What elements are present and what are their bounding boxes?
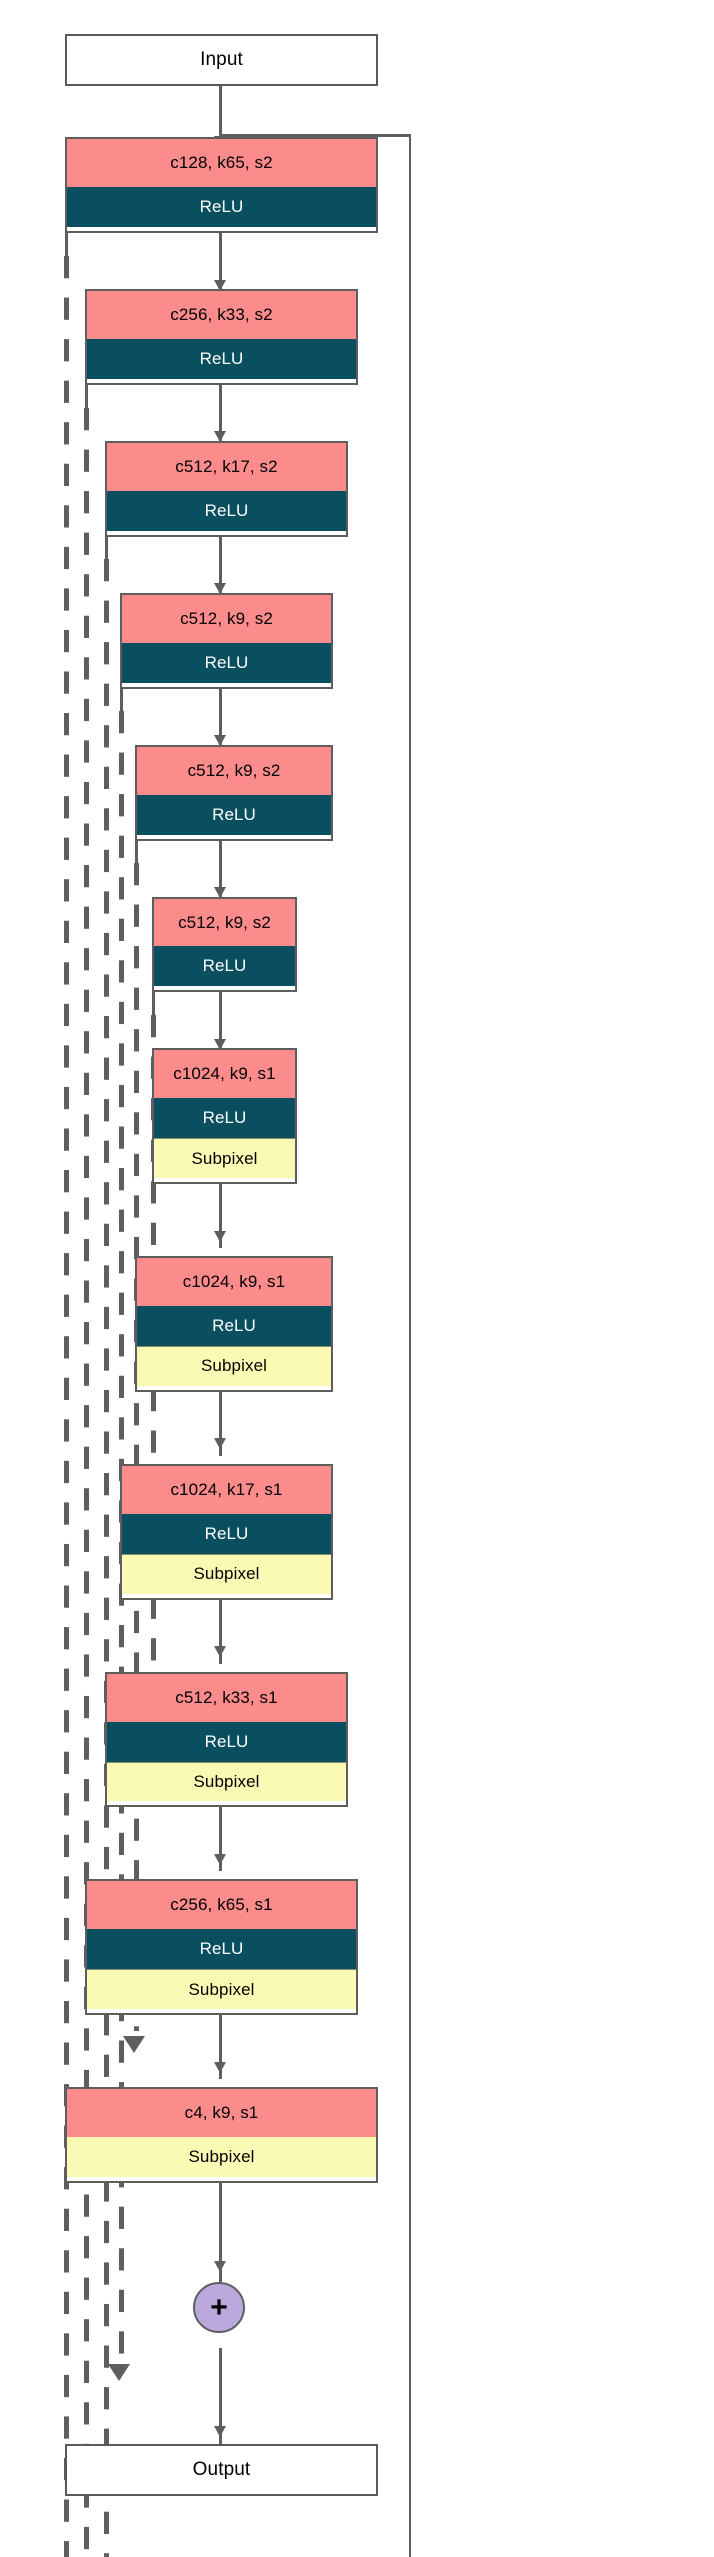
block-e2-relu: ReLU [87,339,356,380]
line-d3-to-d4 [219,1599,222,1664]
output-box: Output [65,2443,378,2497]
block-d3-conv: c1024, k17, s1 [122,1465,331,1514]
line-e6-to-d1 [219,992,222,1057]
skip-e5-stub [135,840,138,867]
block-e2-conv: c256, k33, s2 [87,291,356,340]
block-d2-conv: c1024, k9, s1 [137,1258,331,1307]
input-trunk-line [219,86,222,154]
line-e3-to-e4 [219,536,222,601]
skip-e3-dashline [103,559,109,2557]
block-d4-relu: ReLU [107,1721,346,1762]
block-e1-relu: ReLU [67,187,376,228]
block-e5-conv: c512, k9, s2 [137,746,331,795]
block-e4: c512, k9, s2 ReLU [120,592,333,689]
arrow-e6-to-d1-icon [213,1038,226,1050]
skip-e3-stub [105,536,108,563]
skip-e2-stub [85,385,88,411]
arrow-e4-to-e5-icon [213,735,226,747]
block-e4-conv: c512, k9, s2 [122,594,331,643]
block-e5: c512, k9, s2 ReLU [135,744,333,841]
block-e1: c128, k65, s2 ReLU [65,137,378,234]
line-e5-to-e6 [219,840,222,905]
arrow-e2-to-e3-icon [213,431,226,443]
skip-e4-stub [120,688,123,715]
block-e6: c512, k9, s2 ReLU [152,896,297,993]
block-d4: c512, k33, s1 ReLU Subpixel [105,1671,348,1808]
block-out: c4, k9, s1 Subpixel [65,2087,378,2184]
block-d5: c256, k65, s1 ReLU Subpixel [85,1879,358,2016]
line-d1-to-d2 [219,1184,222,1249]
block-d1-conv: c1024, k9, s1 [154,1050,295,1099]
arrow-e1-to-e2-icon [213,279,226,291]
arrow-d4-to-d5-icon [213,1853,226,1865]
arrow-e5-to-e6-icon [213,886,226,898]
skip-e6-stub [152,992,155,1018]
arrow-d2-to-d3-icon [213,1438,226,1450]
block-e4-relu: ReLU [122,642,331,683]
skip-e4-arrowhead-icon [108,2363,130,2381]
block-e6-conv: c512, k9, s2 [154,898,295,947]
skip-e1-dashline [63,255,69,2557]
block-e3-relu: ReLU [107,491,346,531]
input-box: Input [65,33,378,87]
block-d1-subpixel: Subpixel [154,1138,295,1179]
block-d2-subpixel: Subpixel [137,1346,331,1386]
line-d5-to-out [219,2015,222,2080]
block-d3-relu: ReLU [122,1513,331,1554]
block-d5-relu: ReLU [87,1929,356,1970]
line-d2-to-d3 [219,1391,222,1456]
block-d4-conv: c512, k33, s1 [107,1673,346,1722]
line-e1-to-e2 [219,233,222,298]
arrow-d1-to-d2-icon [213,1230,226,1242]
block-d3: c1024, k17, s1 ReLU Subpixel [120,1463,333,1600]
arrow-d5-to-out-icon [213,2061,226,2073]
residual-right-line [408,134,411,2557]
block-d1-relu: ReLU [154,1098,295,1139]
block-e1-conv: c128, k65, s2 [67,139,376,188]
block-d2: c1024, k9, s1 ReLU Subpixel [135,1256,333,1392]
skip-e5-dashline [133,862,139,2032]
skip-e1-stub [65,233,68,259]
skip-e5-arrowhead-icon [123,2036,145,2053]
block-d5-subpixel: Subpixel [87,1969,356,2010]
block-e6-relu: ReLU [154,946,295,987]
arrow-add-to-output-icon [213,2425,226,2437]
skip-e2-dashline [83,407,89,2557]
block-d2-relu: ReLU [137,1306,331,1347]
block-e5-relu: ReLU [137,794,331,835]
block-e3: c512, k17, s2 ReLU [105,441,348,537]
arrow-out-to-add-icon [213,2261,226,2273]
arrow-d3-to-d4-icon [213,1646,226,1658]
line-e4-to-e5 [219,688,222,753]
residual-top-line [219,134,411,137]
block-out-subpixel: Subpixel [67,2137,376,2178]
block-d4-subpixel: Subpixel [107,1761,346,1802]
line-add-to-output [219,2347,222,2444]
block-e2: c256, k33, s2 ReLU [85,289,358,386]
block-d1: c1024, k9, s1 ReLU Subpixel [152,1048,297,1185]
arrow-e3-to-e4-icon [213,583,226,595]
line-d4-to-d5 [219,1807,222,1872]
block-out-conv: c4, k9, s1 [67,2089,376,2138]
block-e3-conv: c512, k17, s2 [107,443,346,492]
line-out-to-add [219,2183,222,2283]
add-node: + [193,2282,245,2334]
line-e2-to-e3 [219,385,222,450]
block-d3-subpixel: Subpixel [122,1553,331,1594]
block-d5-conv: c256, k65, s1 [87,1881,356,1930]
